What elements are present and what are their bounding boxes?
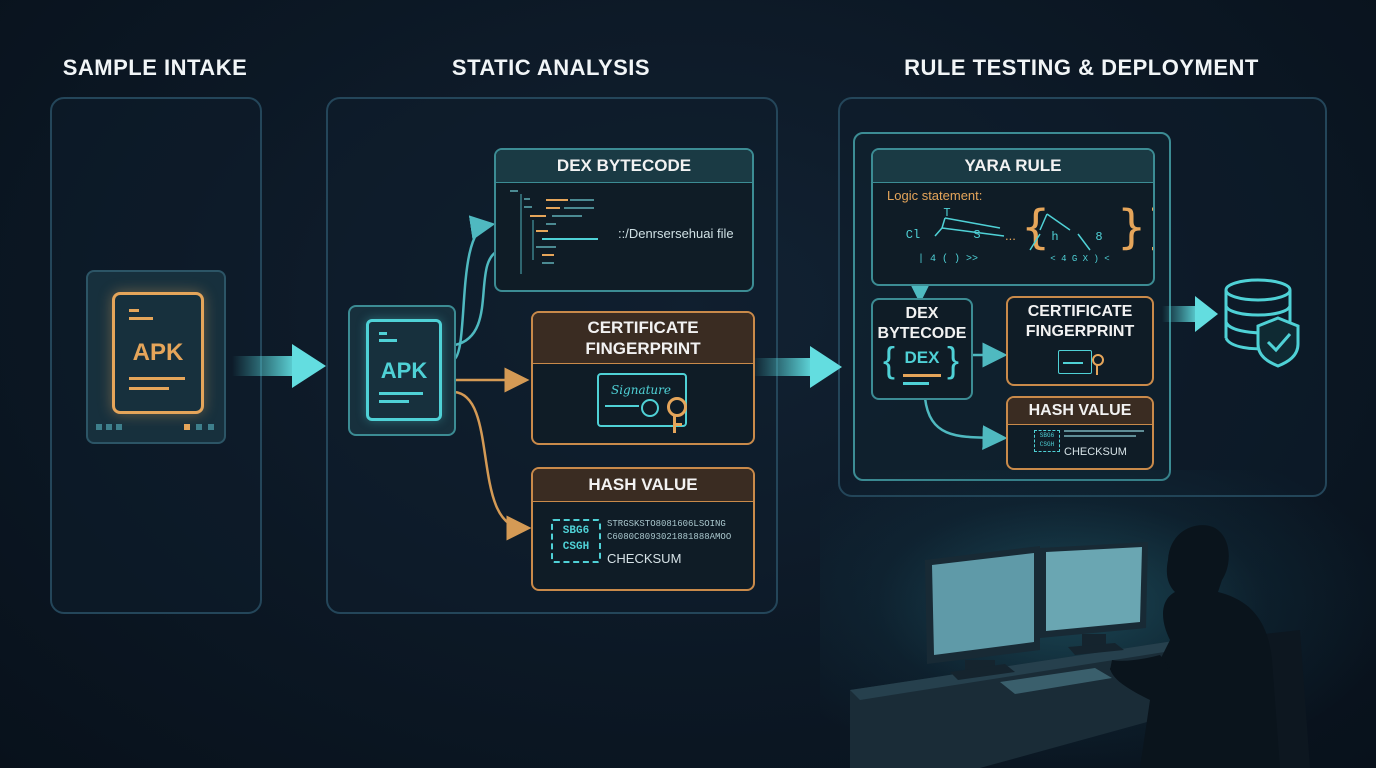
deploy-dex-brace-right: } — [947, 339, 960, 380]
deploy-dex-card[interactable]: DEX BYTECODE { DEX } — [871, 298, 973, 400]
deploy-dex-badge: DEX — [904, 348, 940, 367]
apk-file-icon: APK — [366, 319, 442, 421]
yara-tree1-leaves: | 4 ( ) >> — [917, 254, 978, 265]
certificate-key-icon — [1058, 350, 1104, 376]
yara-tree1-right: S — [973, 228, 981, 242]
hash-string-line1: STRGSKSTO8081606LSOING — [607, 519, 726, 529]
intake-apk-tile[interactable]: APK — [86, 270, 226, 444]
yara-tree2-left: h — [1051, 230, 1059, 244]
hash-value-card[interactable]: HASH VALUE SBG6 CSGH STRGSKSTO8081606LSO… — [531, 467, 755, 591]
yara-tree-right: h 8 < 4 G X ) < — [1041, 210, 1119, 276]
intake-apk-label: APK — [132, 339, 184, 366]
dex-file-path: ::/Denrsersehuai file — [618, 226, 734, 241]
yara-tree1-root: T — [943, 206, 951, 220]
static-apk-label: APK — [380, 358, 428, 383]
certificate-fingerprint-title: CERTIFICATE FINGERPRINT — [533, 313, 753, 364]
code-lines-icon — [506, 190, 606, 282]
apk-file-icon: APK — [112, 292, 204, 414]
deploy-dex-brace-left: { — [883, 339, 896, 380]
qr-hash-icon: SBG6 CSGH — [1034, 430, 1060, 452]
yara-rule-card[interactable]: YARA RULE Logic statement: T Cl S | 4 ( … — [871, 148, 1155, 286]
hash-string-line2: C6080C8093021881888AMOO — [607, 532, 732, 542]
static-apk-tile[interactable]: APK — [348, 305, 456, 436]
yara-tree2-right: 8 — [1095, 230, 1103, 244]
yara-brace-right: }} — [1117, 200, 1153, 254]
dex-bytecode-title: DEX BYTECODE — [496, 150, 752, 183]
deploy-hash-code2: CSGH — [1039, 441, 1055, 448]
stage-title-intake: SAMPLE INTAKE — [62, 55, 248, 80]
stage-title-deploy: RULE TESTING & DEPLOYMENT — [904, 55, 1259, 80]
deploy-certificate-card[interactable]: CERTIFICATE FINGERPRINT — [1006, 296, 1154, 386]
certificate-signature: Signature — [610, 383, 671, 397]
yara-tree1-left: Cl — [905, 228, 921, 242]
yara-rule-title: YARA RULE — [873, 150, 1153, 183]
deploy-hash-card[interactable]: HASH VALUE SBG6 CSGH CHECKSUM — [1006, 396, 1154, 470]
hash-code-line2: CSGH — [562, 541, 590, 553]
deploy-hash-checksum: CHECKSUM — [1064, 446, 1127, 458]
deploy-certificate-title: CERTIFICATE FINGERPRINT — [1025, 303, 1135, 340]
deploy-hash-title: HASH VALUE — [1008, 398, 1152, 425]
stage-panel-intake — [50, 97, 262, 614]
yara-tree-left: T Cl S | 4 ( ) >> — [893, 206, 1003, 276]
deploy-hash-code1: SBG6 — [1039, 432, 1055, 439]
certificate-fingerprint-card[interactable]: CERTIFICATE FINGERPRINT Signature — [531, 311, 755, 445]
deploy-dex-title: DEX BYTECODE — [877, 305, 967, 342]
dex-bytecode-card[interactable]: DEX BYTECODE ::/Denrsersehuai file — [494, 148, 754, 292]
yara-logic-label: Logic statement: — [887, 188, 983, 203]
hash-value-title: HASH VALUE — [533, 469, 753, 502]
stage-title-static: STATIC ANALYSIS — [451, 55, 651, 80]
flow-arrow-icon — [752, 346, 842, 388]
certificate-key-icon: Signature — [597, 373, 687, 433]
deploy-hash-lines — [1064, 430, 1144, 440]
yara-tree2-leaves: < 4 G X ) < — [1050, 254, 1110, 264]
qr-hash-icon: SBG6 CSGH — [551, 519, 601, 563]
flow-arrow-icon — [1162, 296, 1218, 332]
hash-checksum-label: CHECKSUM — [607, 551, 682, 566]
hash-code-line1: SBG6 — [562, 525, 590, 537]
flow-arrow-icon — [232, 344, 326, 388]
yara-ellipsis: ... — [1005, 228, 1016, 243]
